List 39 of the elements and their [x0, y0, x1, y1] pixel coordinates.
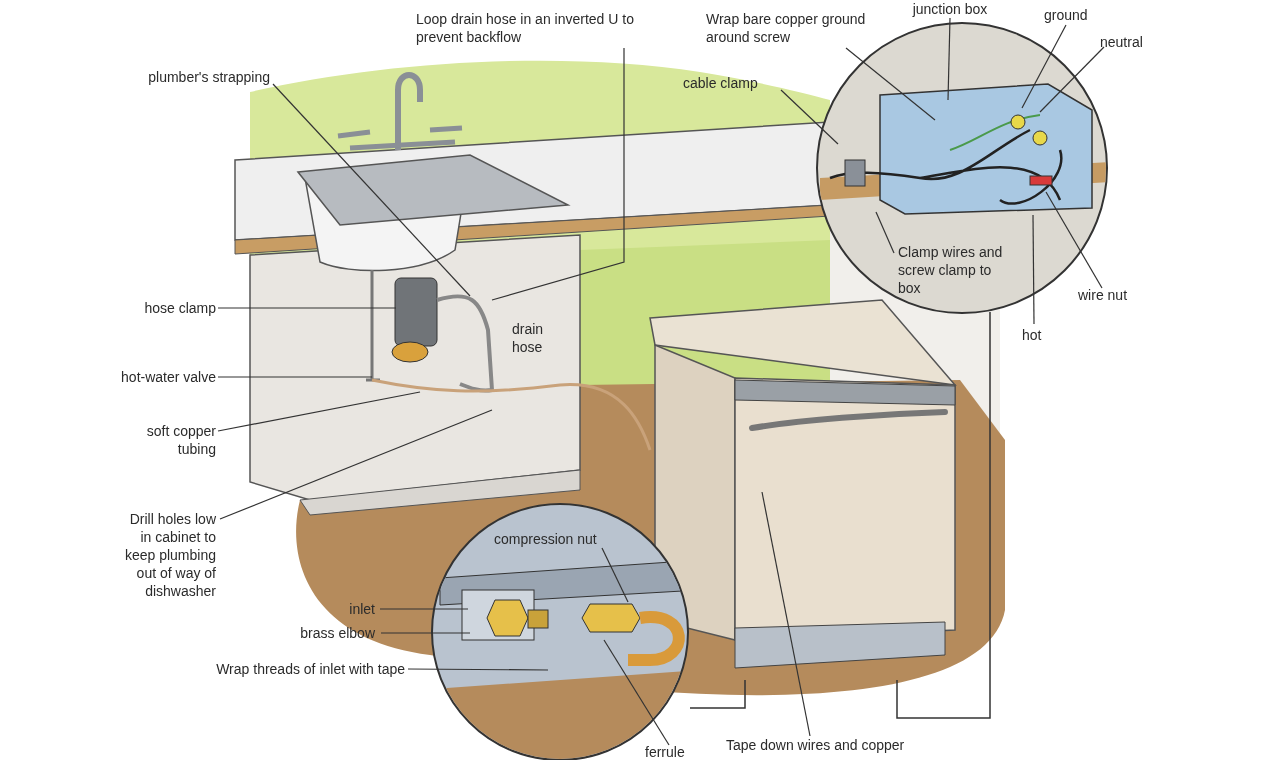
- callout-label: Wrap bare copper ground around screw: [706, 10, 884, 46]
- leader-line: [875, 211, 895, 254]
- leader-line: [1032, 214, 1035, 325]
- callout-label: hose clamp: [100, 299, 216, 317]
- callout-label: ferrule: [645, 743, 705, 760]
- leader-line: [217, 307, 397, 309]
- callout-label: inlet: [320, 600, 375, 618]
- leader-line: [219, 409, 493, 520]
- callout-label: hot: [1022, 326, 1054, 344]
- callout-label: hot-water valve: [110, 368, 216, 386]
- leader-line: [947, 17, 951, 101]
- leader-line: [217, 376, 373, 378]
- callout-label: cable clamp: [683, 74, 783, 92]
- callout-label: neutral: [1100, 33, 1170, 51]
- callout-label: Drill holes low in cabinet to keep plumbing out of way of dishwasher: [118, 510, 216, 600]
- callout-label: junction box: [905, 0, 995, 18]
- leader-line: [1021, 24, 1067, 109]
- callout-label: Loop drain hose in an inverted U to prevent backflow: [416, 10, 638, 46]
- callout-label: Clamp wires and screw clamp to box: [898, 243, 1016, 297]
- leader-line: [1045, 191, 1103, 289]
- callout-label: plumber's strapping: [96, 68, 270, 86]
- callout-label: compression nut: [494, 530, 634, 548]
- leader-line: [379, 608, 469, 610]
- callout-label: ground: [1044, 6, 1106, 24]
- leader-line: [780, 89, 839, 145]
- callout-label: soft copper tubing: [110, 422, 216, 458]
- callout-label: wire nut: [1078, 286, 1158, 304]
- leader-line: [845, 47, 936, 121]
- leader-line: [380, 632, 471, 634]
- leader-line: [217, 391, 421, 432]
- leader-line: [601, 547, 629, 603]
- leader-line: [407, 668, 549, 671]
- callout-label: Tape down wires and copper: [726, 736, 976, 754]
- callout-label: Wrap threads of inlet with tape: [196, 660, 405, 678]
- leader-line: [491, 47, 625, 301]
- leader-line: [603, 639, 670, 746]
- leader-line: [1039, 46, 1105, 113]
- callout-label: drain hose: [512, 320, 562, 356]
- leader-line: [761, 491, 811, 737]
